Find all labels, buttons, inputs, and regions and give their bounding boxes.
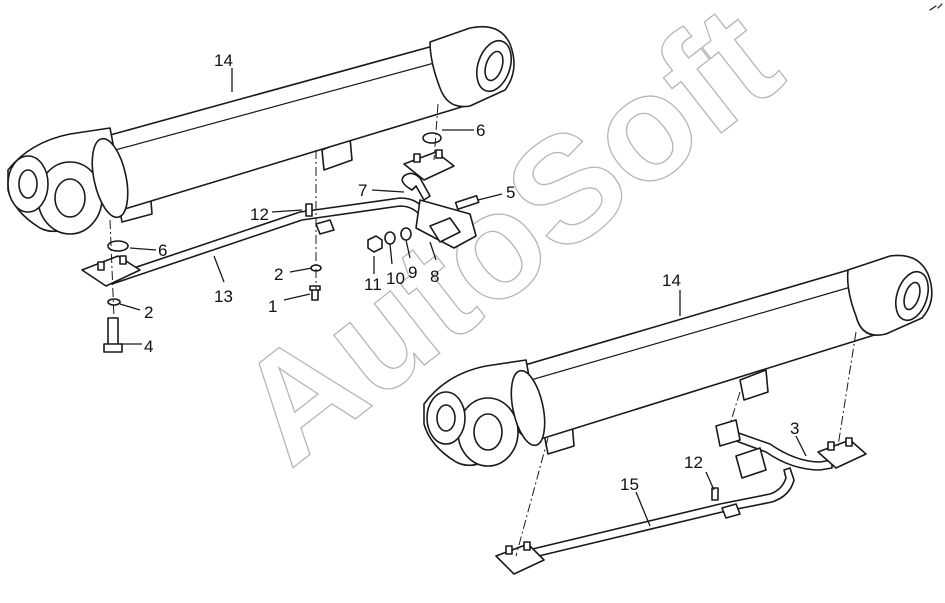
o-ring-6-top xyxy=(422,132,442,144)
flange-lower-left xyxy=(81,255,141,287)
lower-manifold-upper xyxy=(715,419,741,447)
corner-mark xyxy=(929,3,943,11)
lower-flange-left-bolt-b xyxy=(523,541,531,551)
tube-15 xyxy=(519,467,795,561)
tube-7 xyxy=(401,172,431,201)
callout-13: 13 xyxy=(214,287,233,306)
upper-leader-lines xyxy=(109,68,503,345)
washer-10 xyxy=(384,231,396,245)
callout-12-upper: 12 xyxy=(250,205,269,224)
callout-6-left: 6 xyxy=(158,241,167,260)
callout-6-upper-right: 6 xyxy=(476,121,485,140)
lower-cylinder-base-block xyxy=(739,369,769,401)
lower-rod-eye-bore xyxy=(903,281,921,311)
callout-14-lower: 14 xyxy=(662,271,681,290)
bolt-12-upper xyxy=(305,203,313,217)
callout-8: 8 xyxy=(430,267,439,286)
bolt-1 xyxy=(309,285,321,301)
upper-barrel-highlight xyxy=(107,55,461,153)
upper-clevis-bore xyxy=(54,178,86,218)
lower-flange-right-bolt-b xyxy=(845,437,853,447)
washer-9 xyxy=(400,227,412,241)
bolt-5 xyxy=(454,194,480,211)
callout-7: 7 xyxy=(358,181,367,200)
callout-2-lower: 2 xyxy=(144,303,153,322)
clamp-upper xyxy=(315,219,335,235)
callout-11: 11 xyxy=(364,275,382,294)
flange-upper-right xyxy=(403,151,455,181)
callout-5: 5 xyxy=(506,183,515,202)
nut-11 xyxy=(367,235,383,253)
lower-flange-right xyxy=(817,439,867,469)
lower-manifold-lower xyxy=(735,447,767,479)
callout-3: 3 xyxy=(790,419,799,438)
callout-12-lower: 12 xyxy=(684,453,703,472)
flange-upper-bolt-a xyxy=(413,153,421,163)
callout-labels: 14 6 7 5 12 6 11 10 9 8 2 13 1 2 4 14 3 … xyxy=(144,51,799,494)
bolt-4 xyxy=(103,317,123,353)
callout-9: 9 xyxy=(408,263,417,282)
flange-bolt-b xyxy=(119,255,127,265)
lower-clamp xyxy=(721,503,741,519)
lower-gland-ring xyxy=(510,369,546,447)
lower-cylinder-assembly xyxy=(423,254,933,467)
upper-cylinder-assembly xyxy=(7,25,515,235)
callout-1: 1 xyxy=(268,297,277,316)
lower-clevis-back-bore xyxy=(436,404,456,432)
washer-2-lower xyxy=(107,298,121,306)
lower-leader-lines xyxy=(515,290,857,557)
o-ring-6-left xyxy=(107,240,129,252)
flange-bolt-a xyxy=(97,261,105,271)
lower-clevis-bore xyxy=(473,413,503,451)
callout-2-upper: 2 xyxy=(274,265,283,284)
upper-clevis-back-bore xyxy=(18,169,38,199)
callout-14-upper: 14 xyxy=(214,51,233,70)
bolt-12-lower xyxy=(711,487,719,501)
callout-10: 10 xyxy=(386,269,405,288)
lower-tube-assembly xyxy=(495,419,867,575)
callout-15: 15 xyxy=(620,475,639,494)
lower-flange-left-bolt-a xyxy=(505,545,513,555)
upper-gland-ring xyxy=(91,137,129,219)
lower-barrel-highlight xyxy=(523,281,869,383)
upper-rod-eye-bore xyxy=(484,50,504,82)
lower-flange-right-bolt-a xyxy=(827,441,835,451)
callout-4: 4 xyxy=(144,337,153,356)
manifold-8-port xyxy=(429,217,461,243)
tube-3 xyxy=(727,429,833,471)
flange-upper-bolt-b xyxy=(435,149,443,159)
